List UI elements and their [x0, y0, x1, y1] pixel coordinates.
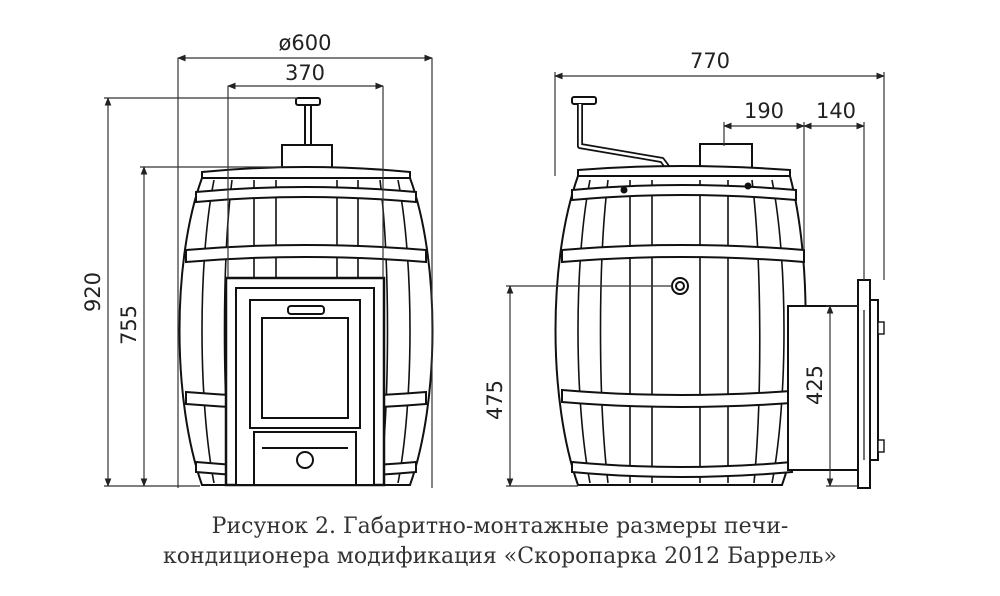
side-handle	[571, 96, 671, 170]
side-chimney	[699, 143, 753, 169]
dim-diameter-label: ø600	[279, 31, 332, 55]
front-dimension-labels: ø600 370 920 755	[81, 31, 331, 345]
side-fitting	[671, 277, 689, 295]
side-rear-duct	[787, 279, 885, 489]
dim-depth-label: 770	[690, 49, 730, 73]
dim-height-total-label: 920	[81, 272, 105, 312]
side-dimensions	[506, 72, 885, 487]
dim-pipe-height-label: 425	[803, 365, 827, 405]
side-staves	[577, 179, 785, 484]
front-top-lid	[201, 166, 411, 181]
technical-drawing: ø600 370 920 755	[81, 31, 885, 489]
dim-rear-label: 140	[816, 99, 856, 123]
figure-caption-line-1: Рисунок 2. Габаритно-монтажные размеры п…	[211, 514, 789, 539]
front-door	[224, 276, 386, 487]
side-view	[554, 96, 885, 489]
dim-tank-height-label: 475	[483, 380, 507, 420]
dim-width-label: 370	[285, 61, 325, 85]
side-dimension-labels: 770 190 140 475 425	[483, 49, 856, 420]
figure-caption-line-2: кондиционера модификация «Скоропарка 201…	[163, 544, 837, 569]
side-barrel-outline	[554, 175, 807, 486]
front-dimensions	[104, 54, 433, 488]
dim-chimney-offset-label: 190	[744, 99, 784, 123]
dim-height-body-label: 755	[117, 305, 141, 345]
front-view	[178, 97, 434, 487]
front-chimney	[281, 97, 333, 171]
